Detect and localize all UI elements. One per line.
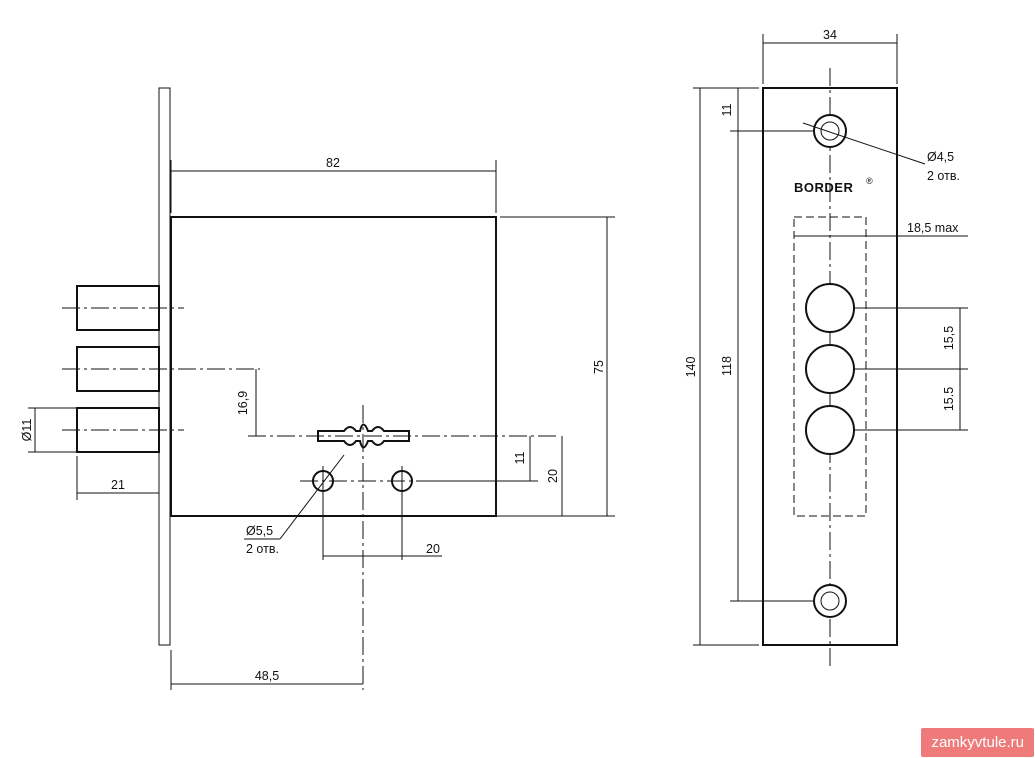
dim-screw-spacing-label: 118 — [720, 356, 734, 376]
screw-hole-top — [813, 114, 847, 148]
dim-bolt-pitch-2: 15.5 — [942, 369, 961, 430]
brand-logo: BORDER ® — [794, 176, 873, 195]
dim-keyhole-height: 16,9 — [236, 369, 257, 436]
hole-note-side-diameter: Ø5,5 — [246, 524, 273, 538]
dim-screw-offset-label: 11 — [720, 103, 734, 116]
bolt-hole-2 — [805, 344, 855, 394]
deadbolts — [62, 285, 260, 453]
dim-bolt-zone-label: 18,5 max — [907, 221, 959, 235]
bolt-hole-1 — [805, 283, 855, 333]
hole-note-front: Ø4,5 2 отв. — [802, 122, 960, 183]
side-faceplate — [158, 87, 171, 646]
bolt-3 — [76, 407, 160, 453]
hole-note-front-diameter: Ø4,5 — [927, 150, 954, 164]
bolt-hole-3 — [805, 405, 855, 455]
dim-backset-label: 48,5 — [255, 669, 279, 683]
dim-faceplate-height-label: 140 — [684, 357, 698, 378]
dim-hole-row-height-label: 20 — [546, 469, 560, 483]
dim-bolt-projection-label: 21 — [111, 478, 125, 492]
dim-bolt-pitch-1: 15,5 — [942, 308, 961, 369]
dim-backset: 48,5 — [170, 650, 363, 690]
hole-note-front-count: 2 отв. — [927, 169, 960, 183]
bolt-1 — [76, 285, 160, 331]
bolt-2 — [76, 346, 160, 392]
keyhole — [248, 405, 560, 690]
dim-bolt-projection: 21 — [76, 456, 159, 500]
brand-name: BORDER — [794, 180, 853, 195]
dim-bolt-zone: 18,5 max — [794, 221, 968, 237]
front-view: BORDER ® 34 140 — [684, 28, 968, 668]
dim-faceplate-width: 34 — [762, 28, 898, 84]
dim-bolt-pitch-1-label: 15,5 — [942, 326, 956, 350]
dim-hole-offset: 11 — [418, 436, 538, 482]
dim-screw-offset: 11 — [720, 88, 739, 131]
dim-hole-row-height: 20 — [496, 436, 570, 517]
faceplate-bolt-holes — [805, 283, 968, 455]
dim-hole-spacing: 20 — [323, 542, 442, 557]
watermark-badge: zamkyvtule.ru — [921, 728, 1034, 757]
dim-keyhole-height-label: 16,9 — [236, 391, 250, 415]
dim-hole-offset-label: 11 — [513, 451, 527, 464]
dim-bolt-diameter-label: Ø11 — [20, 419, 34, 442]
bolt-zone-outline — [793, 216, 867, 517]
hole-note-side: Ø5,5 2 отв. — [244, 454, 345, 556]
dim-hole-spacing-label: 20 — [426, 542, 440, 556]
dim-body-width-label: 82 — [326, 156, 340, 170]
dim-bolt-diameter: Ø11 — [20, 407, 77, 453]
dim-faceplate-height: 140 — [684, 87, 759, 646]
screw-hole-bottom — [813, 584, 847, 618]
side-view: 82 75 16,9 11 20 20 — [20, 87, 615, 690]
dim-body-width: 82 — [170, 156, 497, 213]
registered-mark: ® — [866, 176, 873, 186]
hole-note-side-count: 2 отв. — [246, 542, 279, 556]
dim-screw-spacing: 118 — [720, 130, 814, 602]
lock-body — [170, 216, 497, 517]
dim-bolt-pitch-2-label: 15.5 — [942, 387, 956, 411]
dim-body-height-label: 75 — [592, 360, 606, 374]
dim-faceplate-width-label: 34 — [823, 28, 837, 42]
